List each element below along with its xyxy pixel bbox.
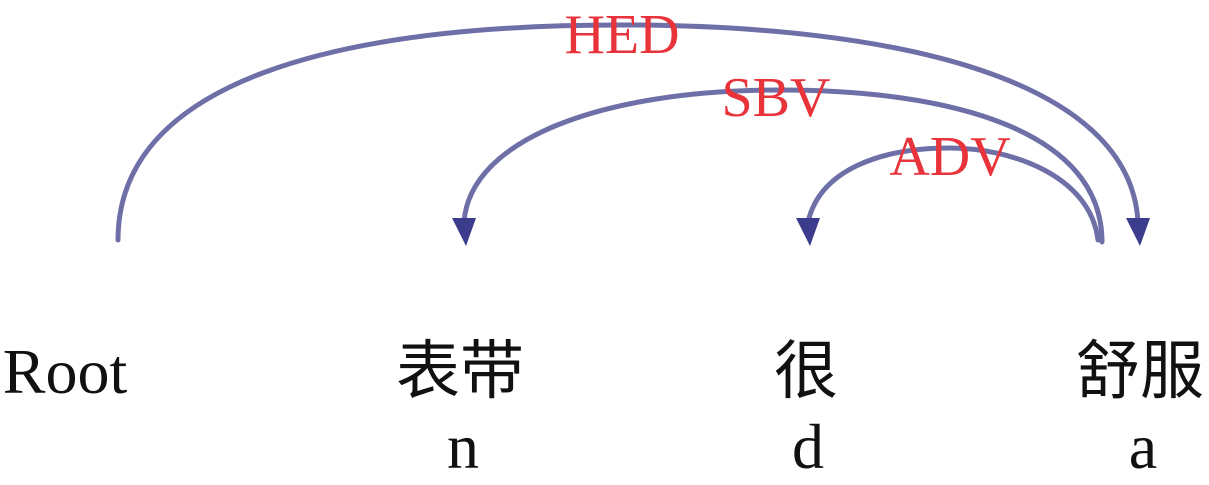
token-layer: Root 表带 n 很 d 舒服 a (3, 336, 1204, 482)
arc-layer (115, 22, 1150, 246)
arrowhead-sbv (452, 218, 476, 246)
arc-label-adv: ADV (889, 126, 1010, 188)
arrowhead-hed (1126, 218, 1150, 246)
arc-label-sbv: SBV (722, 67, 831, 129)
arc-label-hed: HED (564, 4, 679, 66)
token-3-pos: a (1129, 411, 1157, 482)
token-3-word: 舒服 (1076, 336, 1204, 407)
arrowhead-adv (796, 218, 820, 246)
token-2-pos: d (792, 411, 824, 482)
arc-label-layer: HED SBV ADV (564, 4, 1010, 188)
arc-hed (115, 22, 1141, 243)
arc-sbv (461, 87, 1105, 245)
token-1-word: 表带 (396, 336, 524, 407)
token-2-word: 很 (774, 336, 838, 407)
token-1-pos: n (447, 411, 479, 482)
arc-adv (805, 145, 1101, 243)
token-root-word: Root (3, 336, 128, 407)
